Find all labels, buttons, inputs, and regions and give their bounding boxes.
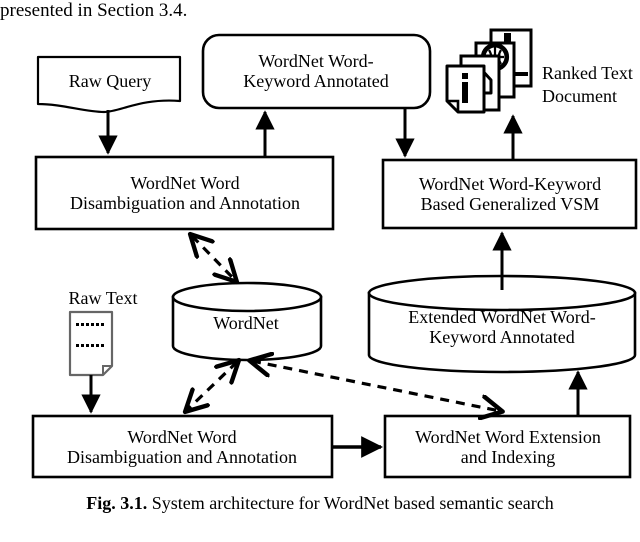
ranked-text-document-icon[interactable] xyxy=(445,28,533,114)
edge-wordnet-db-bottom-disambiguation xyxy=(187,362,237,410)
wordnet-word-extension-indexing-shape[interactable] xyxy=(383,414,632,479)
wordnet-word-disambiguation-annotation-top-shape[interactable] xyxy=(34,155,335,231)
figure-caption-number: Fig. 3.1. xyxy=(86,493,148,513)
figure-caption-text: System architecture for WordNet based se… xyxy=(147,493,554,513)
edge-wordnet-db-extension-indexing xyxy=(252,361,500,411)
wordnet-word-keyword-based-generalized-vsm-shape[interactable] xyxy=(381,158,638,230)
wordnet-db-shape[interactable] xyxy=(171,281,323,362)
figure-caption: Fig. 3.1. System architecture for WordNe… xyxy=(18,492,622,515)
wordnet-word-disambiguation-annotation-bottom-shape[interactable] xyxy=(31,414,334,479)
raw-text-icon[interactable] xyxy=(68,310,114,377)
ranked-text-document-label: Ranked Text Document xyxy=(542,63,633,106)
preceding-body-text: presented in Section 3.4. xyxy=(0,0,188,21)
raw-text-label: Raw Text xyxy=(68,288,138,308)
wordnet-word-keyword-annotated-shape[interactable] xyxy=(201,33,432,110)
edge-disambiguation-wordnet-db xyxy=(192,236,235,280)
extended-wordnet-db-shape[interactable] xyxy=(367,274,637,374)
raw-query-shape[interactable] xyxy=(36,55,182,114)
